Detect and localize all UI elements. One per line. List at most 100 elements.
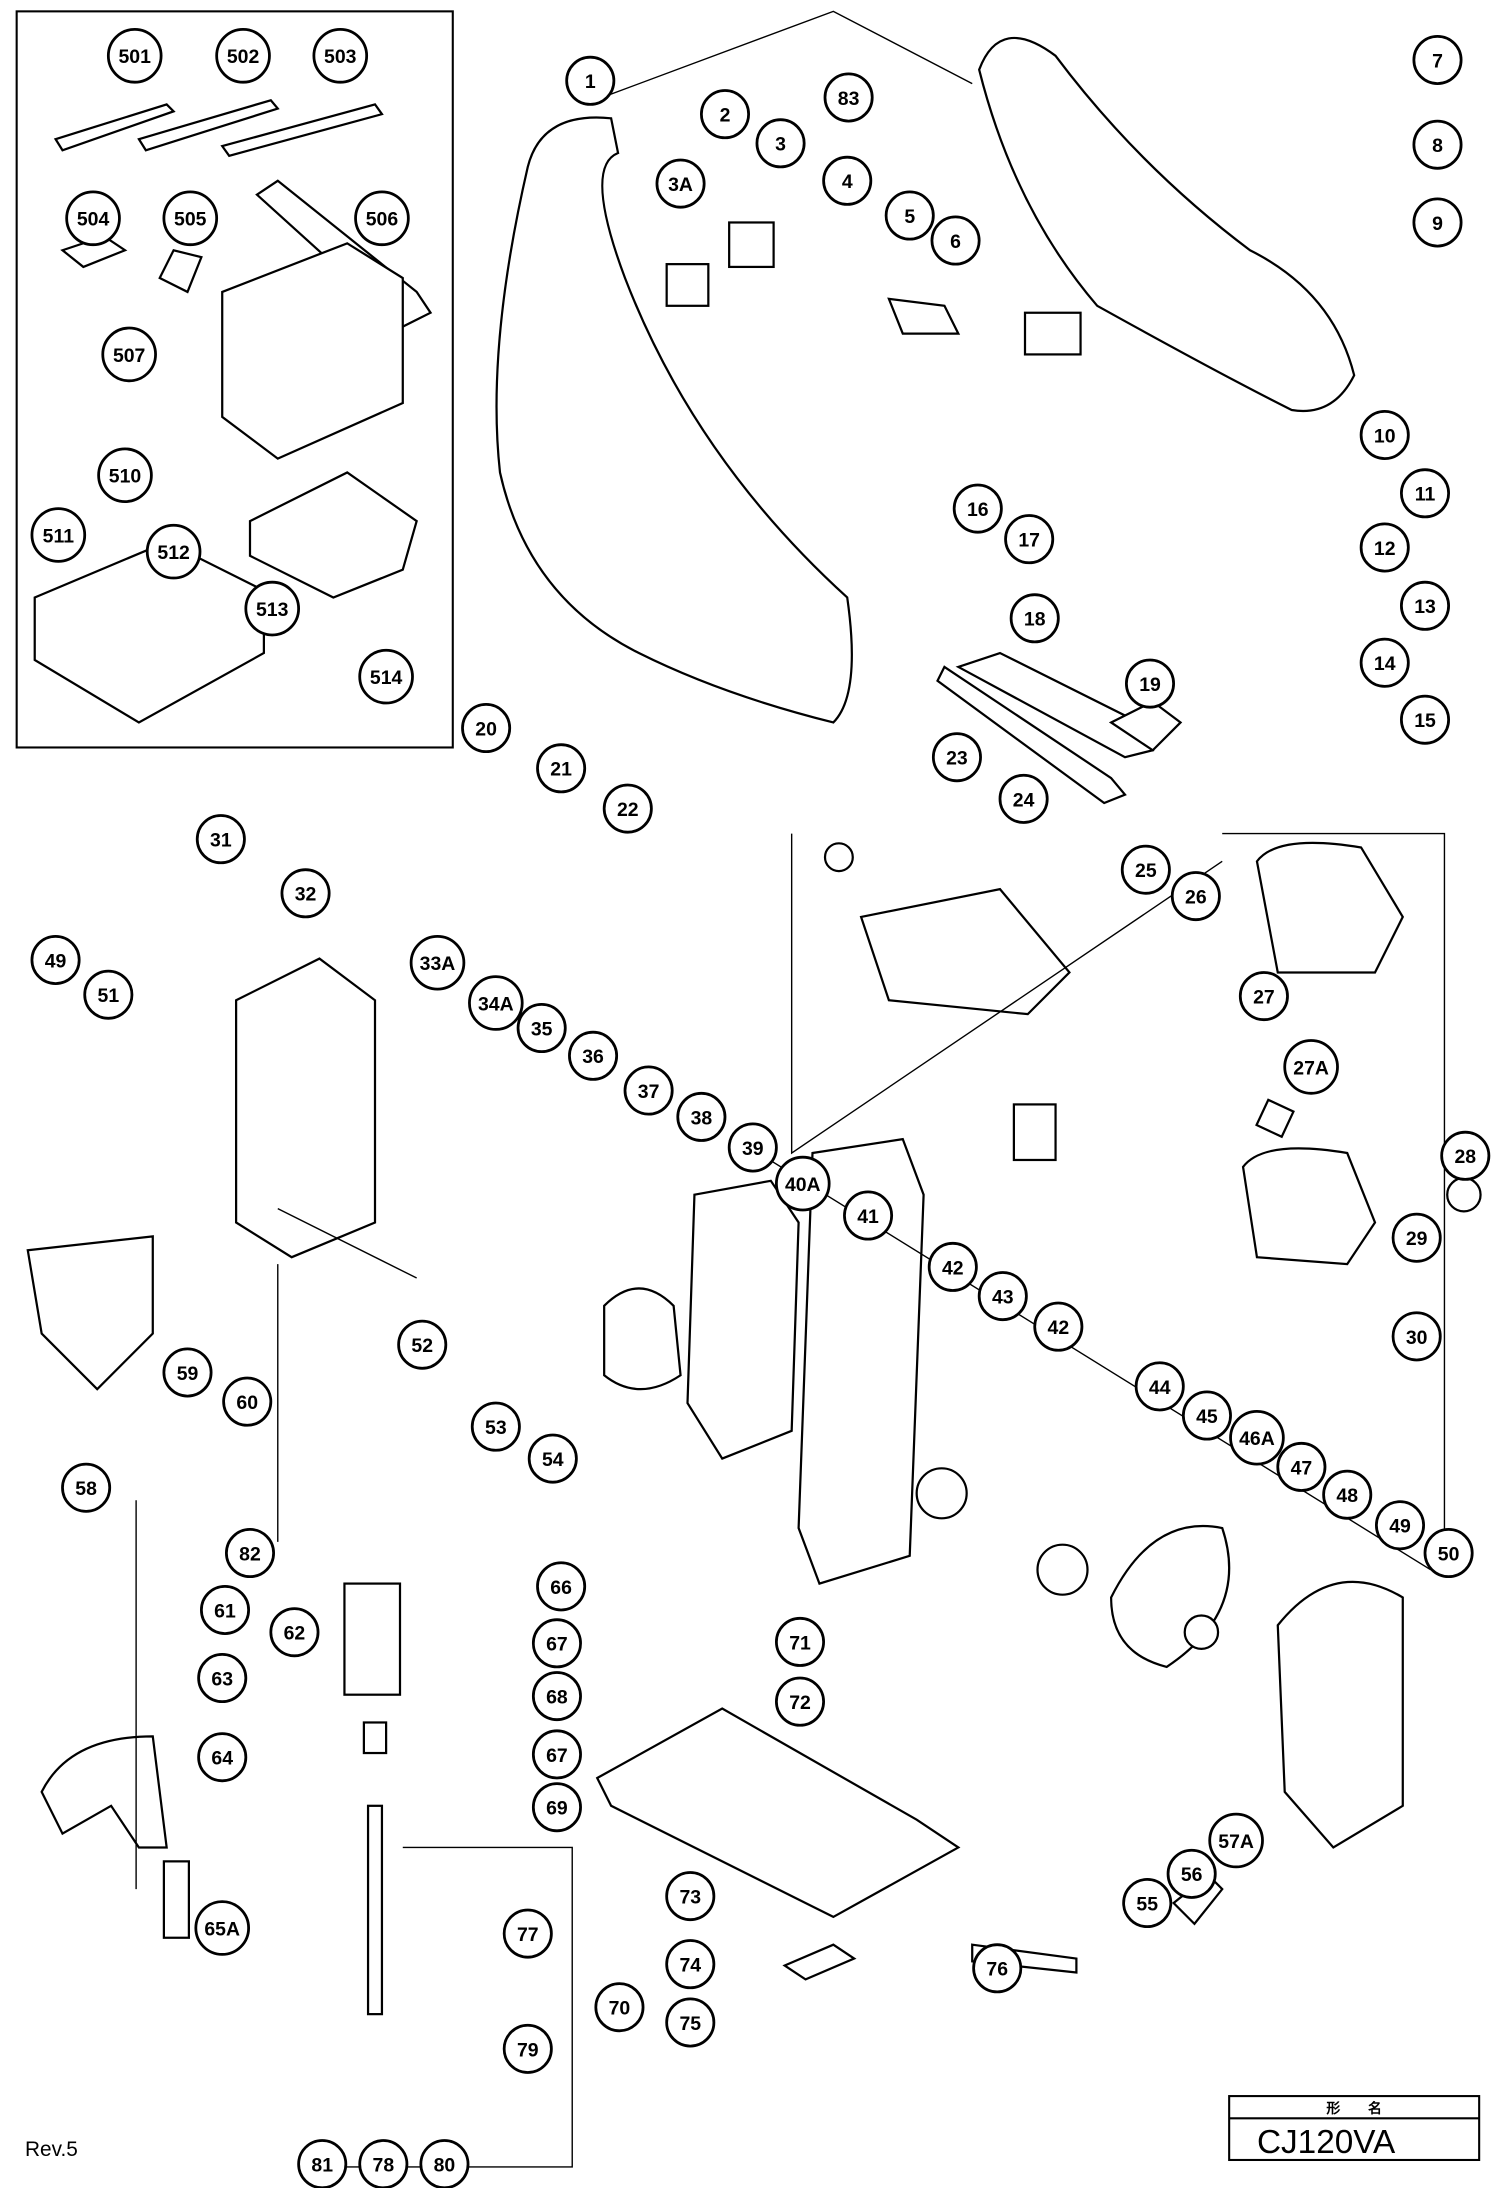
callout-label: 72 (789, 1692, 811, 1714)
callout-circle (195, 814, 246, 865)
callout-label: 1 (585, 71, 596, 93)
callout-42: 42 (1033, 1301, 1084, 1352)
callout-42: 42 (927, 1241, 978, 1292)
callout-circle (602, 783, 653, 834)
callout-label: 45 (1196, 1406, 1218, 1428)
callout-label: 9 (1432, 213, 1443, 235)
callout-circle (1208, 1812, 1264, 1869)
callout-circle (61, 1462, 112, 1513)
callout-505: 505 (162, 190, 219, 247)
callout-label: 75 (679, 2013, 701, 2035)
callout-circle (1322, 1469, 1373, 1520)
callout-label: 40A (785, 1174, 821, 1196)
callout-label: 41 (857, 1206, 879, 1228)
callout-13: 13 (1400, 580, 1450, 631)
callout-11: 11 (1400, 468, 1450, 519)
callout-45: 45 (1181, 1390, 1232, 1441)
callout-circle (972, 1943, 1023, 1994)
callout-label: 32 (295, 884, 317, 906)
callout-label: 83 (838, 88, 860, 110)
callout-circle (623, 1065, 674, 1116)
callout-label: 6 (950, 231, 961, 253)
callout-label: 77 (517, 1924, 539, 1946)
callout-66: 66 (536, 1561, 587, 1612)
callout-circle (65, 190, 121, 247)
callout-label: 15 (1414, 710, 1436, 732)
callout-circle (1125, 658, 1175, 709)
callout-67: 67 (531, 1618, 582, 1669)
callout-circle (1400, 468, 1450, 519)
callout-circle (106, 28, 163, 84)
callout-circle (952, 483, 1003, 534)
callout-label: 79 (517, 2039, 539, 2061)
callout-3A: 3A (655, 158, 706, 209)
callout-label: 23 (946, 748, 968, 770)
callout-label: 22 (617, 799, 639, 821)
callout-circle (1412, 119, 1463, 170)
callout-circle (531, 1729, 582, 1780)
callout-label: 513 (256, 599, 289, 621)
callout-circle (1283, 1039, 1339, 1095)
callout-72: 72 (775, 1676, 825, 1727)
callout-503: 503 (312, 28, 369, 84)
callout-label: 78 (373, 2155, 395, 2177)
callout-58: 58 (61, 1462, 112, 1513)
accessory-inset-box (15, 10, 454, 749)
callout-23: 23 (931, 732, 982, 783)
callout-circle (930, 215, 981, 266)
model-number: CJ120VA (1257, 2124, 1396, 2161)
callout-circle (162, 190, 219, 247)
callout-49: 49 (1375, 1500, 1425, 1551)
callout-label: 10 (1374, 425, 1396, 447)
callout-60: 60 (222, 1376, 273, 1427)
callout-7: 7 (1412, 34, 1463, 85)
callout-circle (215, 28, 271, 84)
callout-label: 35 (531, 1018, 553, 1040)
callout-label: 67 (546, 1745, 568, 1767)
callout-label: 36 (582, 1046, 604, 1068)
callout-circle (931, 732, 982, 783)
callout-77: 77 (502, 1908, 553, 1959)
callout-circle (468, 975, 524, 1031)
callout-circle (1400, 580, 1450, 631)
callout-label: 39 (742, 1138, 764, 1160)
callout-circle (1134, 1361, 1185, 1412)
callout-circle (502, 2023, 553, 2074)
callout-circle (565, 55, 616, 106)
callout-label: 4 (842, 171, 853, 193)
callout-21: 21 (536, 743, 587, 794)
callout-64: 64 (197, 1732, 248, 1783)
callout-circle (312, 28, 369, 84)
callout-53: 53 (470, 1401, 521, 1452)
callout-circle (676, 1091, 727, 1142)
callout-5: 5 (884, 190, 935, 241)
callout-circle (409, 934, 466, 991)
callout-circle (1229, 1409, 1285, 1466)
callout-circle (1423, 1528, 1474, 1579)
callout-label: 3A (668, 174, 693, 196)
callout-label: 68 (546, 1686, 568, 1708)
callout-67: 67 (531, 1729, 582, 1780)
callout-label: 61 (214, 1600, 236, 1622)
callout-label: 18 (1024, 609, 1046, 631)
callout-41: 41 (843, 1190, 894, 1241)
callout-label: 81 (311, 2155, 333, 2177)
callout-label: 506 (366, 209, 399, 231)
callout-circle (83, 969, 134, 1020)
callout-label: 30 (1406, 1327, 1428, 1349)
callout-circle (30, 934, 81, 985)
callout-label: 16 (967, 499, 989, 521)
callout-circle (1391, 1311, 1442, 1362)
callout-label: 512 (157, 542, 190, 564)
callout-circle (222, 1376, 273, 1427)
callout-24: 24 (998, 773, 1049, 824)
callout-19: 19 (1125, 658, 1175, 709)
callout-label: 13 (1414, 596, 1436, 618)
callout-label: 66 (550, 1577, 572, 1599)
callout-65A: 65A (194, 1900, 250, 1956)
callout-label: 51 (98, 985, 120, 1007)
callout-label: 33A (420, 953, 456, 975)
callout-80: 80 (419, 2139, 470, 2188)
callout-circle (1033, 1301, 1084, 1352)
callout-label: 37 (638, 1081, 660, 1103)
